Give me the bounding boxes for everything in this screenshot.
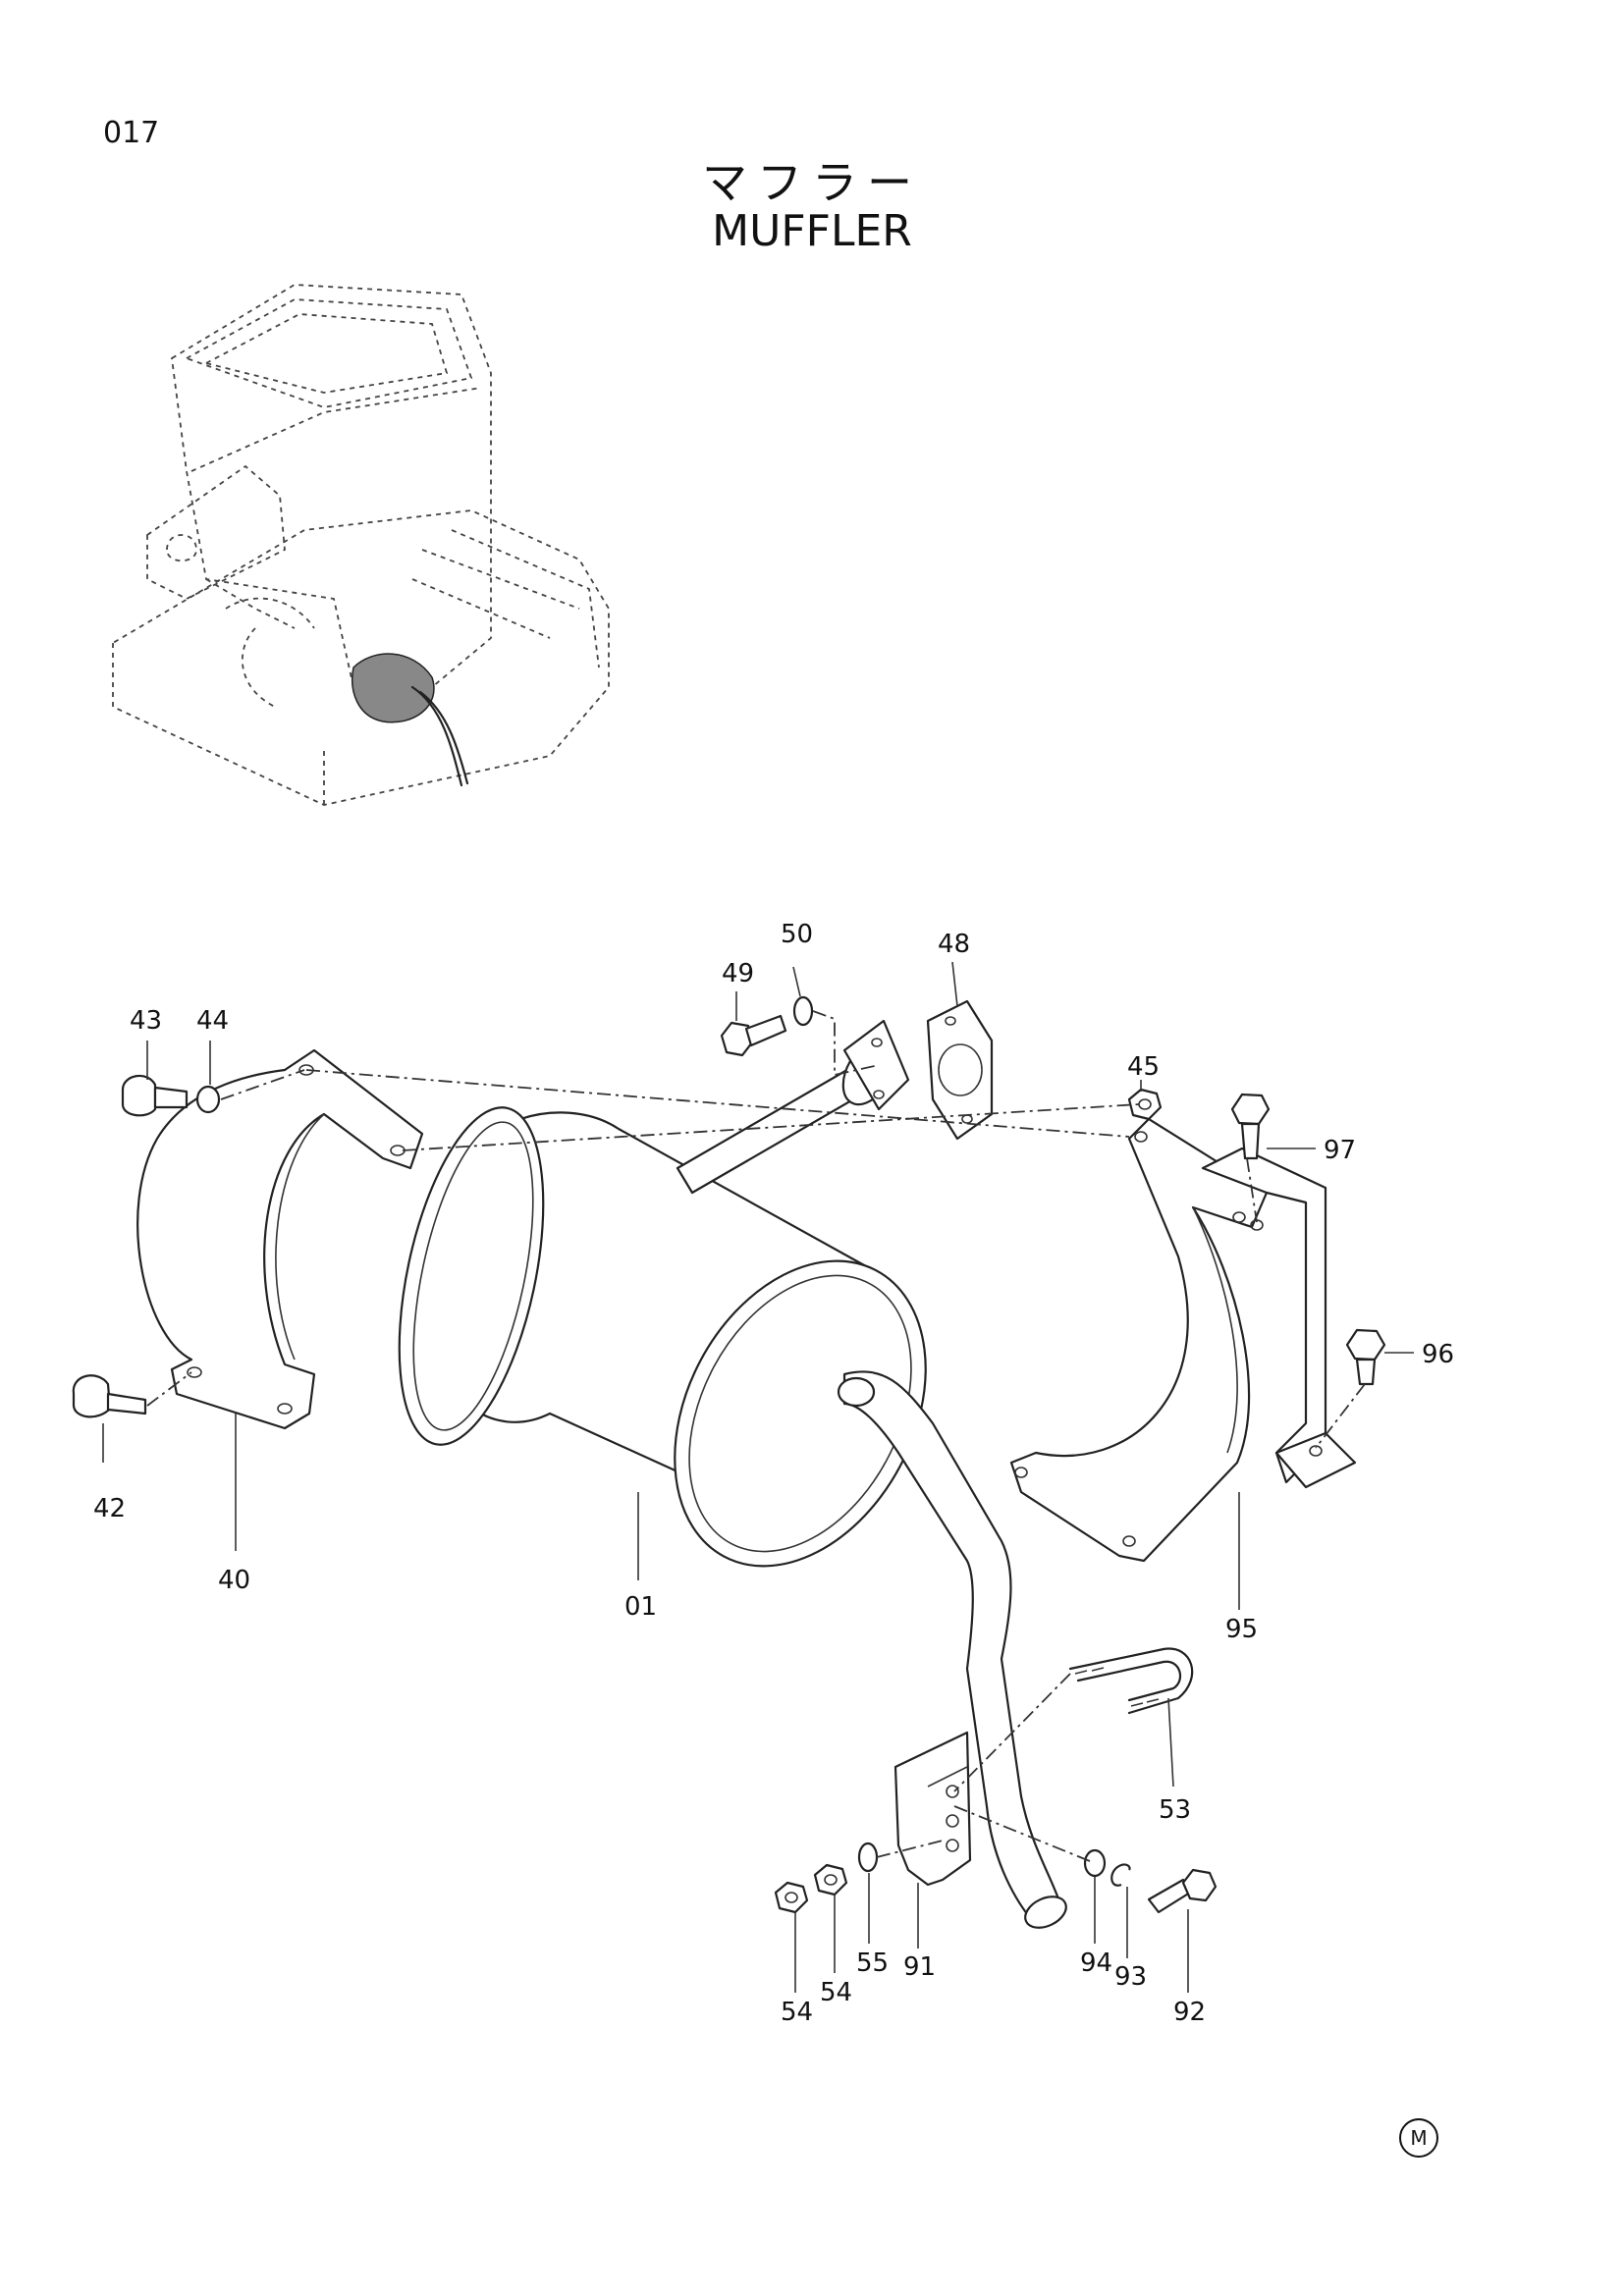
washer-50 <box>792 995 814 1027</box>
callout-42: 42 <box>93 1494 126 1523</box>
nut-54-b <box>813 1863 848 1896</box>
washer-93 <box>1110 1863 1131 1887</box>
callout-92: 92 <box>1173 1998 1206 2027</box>
heat-shield-right <box>1009 1117 1357 1563</box>
callout-97: 97 <box>1324 1136 1356 1165</box>
m-mark: M <box>1399 2118 1438 2158</box>
page-number: 017 <box>103 116 160 150</box>
callout-91: 91 <box>903 1952 936 1982</box>
bracket-91 <box>893 1731 972 1887</box>
leader-lines <box>102 961 1414 1993</box>
callout-50: 50 <box>781 920 813 949</box>
callout-49: 49 <box>722 959 754 988</box>
callout-45: 45 <box>1127 1052 1160 1082</box>
bolt-92 <box>1147 1868 1218 1914</box>
muffler-body <box>398 1019 1067 1929</box>
assembly-lines <box>146 1010 1366 1862</box>
washer-44 <box>195 1085 221 1114</box>
callout-93: 93 <box>1114 1962 1147 1992</box>
gasket <box>926 999 994 1141</box>
callout-96: 96 <box>1422 1340 1454 1369</box>
callout-95: 95 <box>1225 1615 1258 1644</box>
u-bolt-53 <box>1068 1647 1194 1715</box>
bolt-96 <box>1345 1328 1386 1386</box>
callout-94: 94 <box>1080 1949 1112 1978</box>
callout-54-a: 54 <box>781 1998 813 2027</box>
callout-54-b: 54 <box>820 1978 852 2007</box>
nut-45 <box>1127 1088 1163 1121</box>
machine-overview <box>112 284 610 806</box>
callout-labels: 01 40 42 43 44 45 48 49 50 53 54 54 55 9… <box>93 920 1454 2027</box>
nut-54-a <box>774 1881 809 1914</box>
callout-43: 43 <box>130 1006 162 1036</box>
title-english: MUFFLER <box>712 206 912 256</box>
washer-94 <box>1083 1848 1107 1878</box>
callout-40: 40 <box>218 1566 250 1595</box>
bolt-97 <box>1230 1093 1271 1160</box>
callout-55: 55 <box>856 1949 889 1978</box>
callout-01: 01 <box>624 1592 657 1622</box>
washer-55 <box>857 1842 879 1873</box>
title-japanese: マフラー <box>702 156 922 209</box>
bolt-43 <box>121 1074 189 1117</box>
callout-53: 53 <box>1159 1795 1191 1825</box>
callout-48: 48 <box>938 930 970 959</box>
callout-44: 44 <box>196 1006 229 1036</box>
bolt-42 <box>72 1374 147 1418</box>
bolt-49 <box>720 1014 787 1057</box>
